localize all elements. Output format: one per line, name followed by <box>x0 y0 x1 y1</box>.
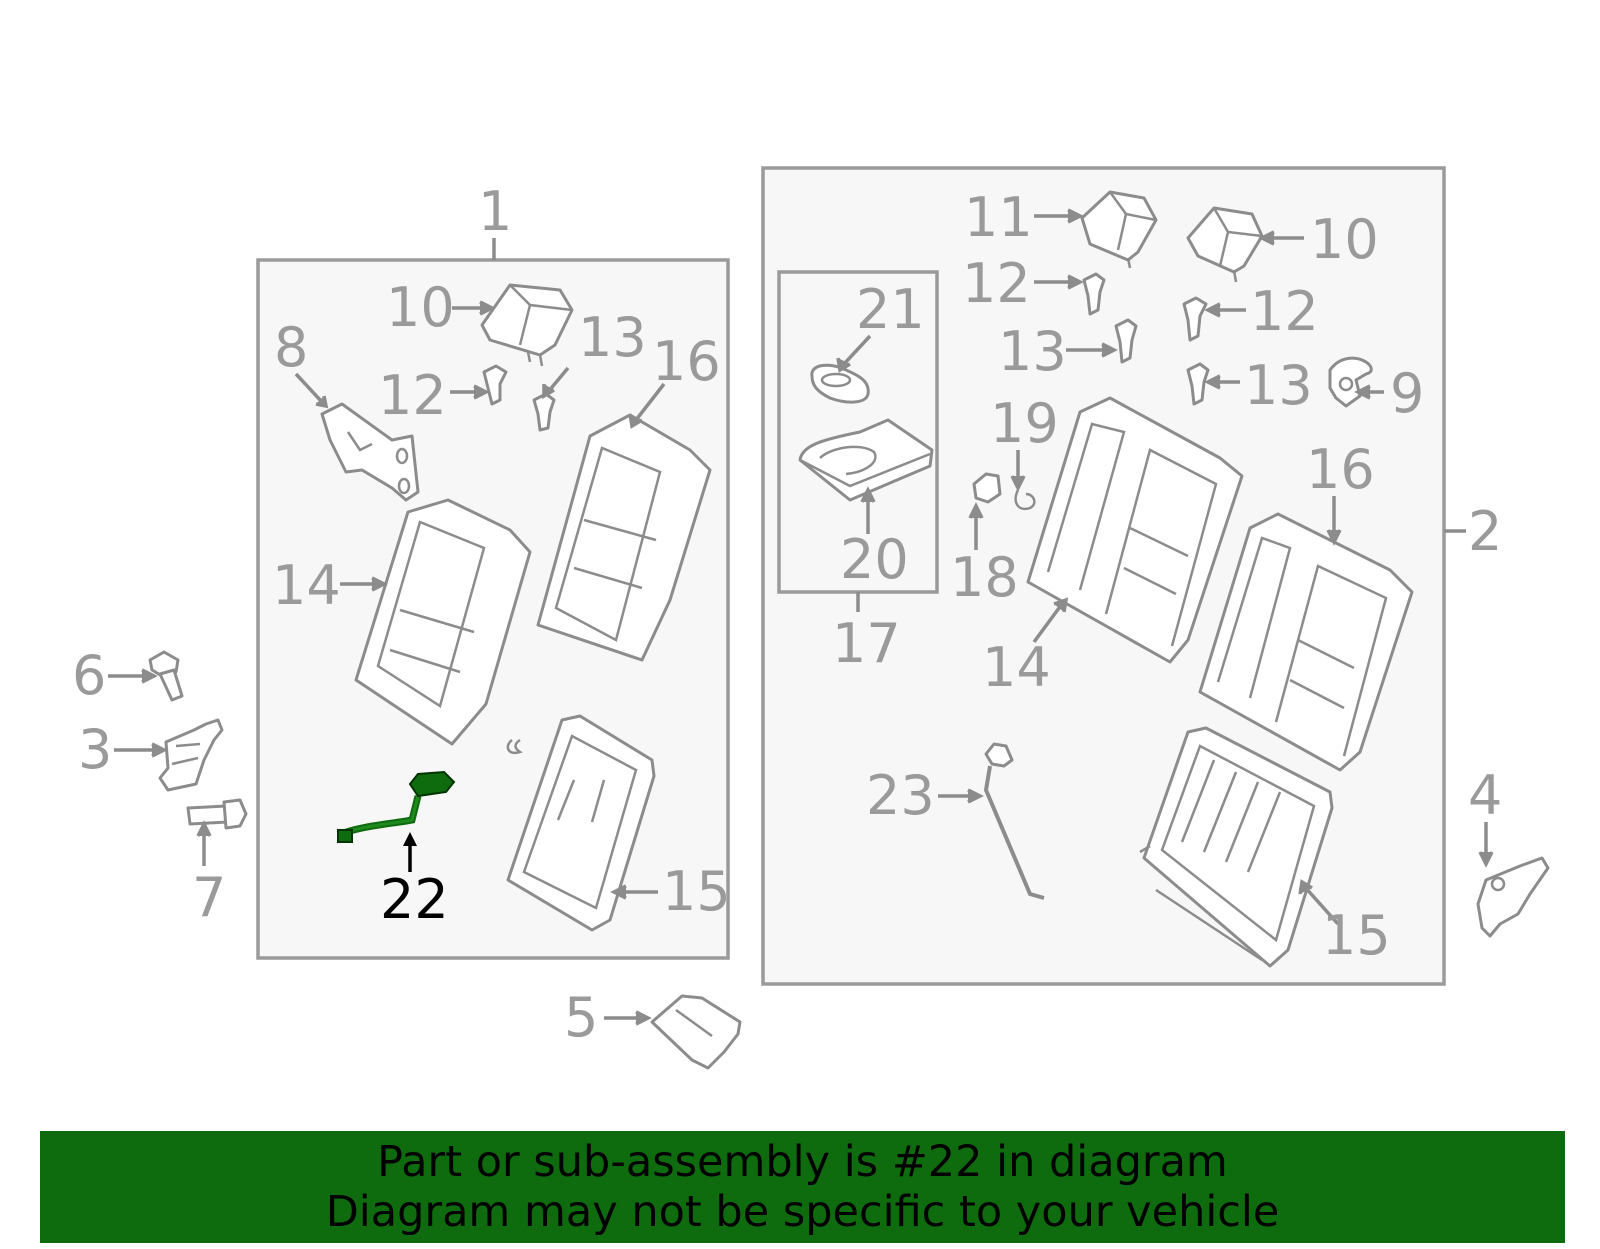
callout-5: 5 <box>564 986 598 1049</box>
callout-17: 17 <box>832 612 901 675</box>
seatback-cover-part-16-left <box>536 413 712 662</box>
callout-10-left: 10 <box>386 276 455 339</box>
notice-banner: Part or sub-assembly is #22 in diagram D… <box>40 1131 1565 1243</box>
headrest-guide-part-12-box2-left <box>1082 272 1106 316</box>
banner-line-part-number: Part or sub-assembly is #22 in diagram <box>377 1137 1228 1187</box>
nut-part-18 <box>972 472 1002 504</box>
callout-13-left: 13 <box>578 306 647 369</box>
callout-19: 19 <box>990 392 1059 455</box>
cup-holder-part-21 <box>810 363 870 404</box>
armrest-part-20 <box>798 418 934 502</box>
callout-13-box2-right: 13 <box>1244 354 1313 417</box>
headrest-guide-part-12-left <box>482 364 508 406</box>
callout-12-box2-right: 12 <box>1250 280 1319 343</box>
wire-part-23 <box>983 742 1045 900</box>
callout-1: 1 <box>478 180 512 243</box>
callout-16-right: 16 <box>1306 438 1375 501</box>
callout-15-right: 15 <box>1322 904 1391 967</box>
callout-16-left: 16 <box>652 330 721 393</box>
trim-part-5 <box>650 994 742 1070</box>
callout-15-left: 15 <box>662 860 731 923</box>
callout-13-box2-left: 13 <box>998 320 1067 383</box>
seatback-frame-part-15-right <box>1139 726 1334 968</box>
bolt-part-7 <box>186 798 248 830</box>
banner-line-disclaimer: Diagram may not be specific to your vehi… <box>325 1187 1280 1237</box>
bolt-part-6 <box>148 650 184 702</box>
headrest-part-10-left <box>480 283 574 367</box>
hinge-bracket-part-8 <box>320 402 420 502</box>
callout-18: 18 <box>950 546 1019 609</box>
callout-3: 3 <box>78 718 112 781</box>
headrest-guide-part-12-box2-right <box>1182 296 1208 342</box>
callout-4: 4 <box>1468 764 1502 827</box>
callout-labels: 1 2 3 4 5 6 7 8 9 10 10 11 12 12 12 13 1… <box>72 180 1502 1049</box>
callout-23: 23 <box>866 764 935 827</box>
seatback-part-14-left <box>354 498 532 746</box>
callout-14-right: 14 <box>982 636 1051 699</box>
seatback-part-14-right <box>1026 396 1244 664</box>
headrest-guide-part-13-box2-left <box>1114 318 1138 364</box>
callout-11: 11 <box>964 186 1033 249</box>
hook-part-19 <box>1014 489 1036 511</box>
headrest-part-10-right <box>1186 206 1264 283</box>
clip-small <box>506 738 523 755</box>
callout-21: 21 <box>856 278 925 341</box>
bracket-part-4 <box>1476 856 1550 938</box>
seatback-cover-part-16-right <box>1198 512 1414 772</box>
callout-12-box2-left: 12 <box>962 252 1031 315</box>
headrest-part-11 <box>1080 190 1158 269</box>
callout-2: 2 <box>1468 500 1502 563</box>
seatback-frame-part-15-left <box>506 714 656 932</box>
callout-12-left: 12 <box>378 364 447 427</box>
callout-10-right: 10 <box>1310 208 1379 271</box>
callout-9: 9 <box>1390 362 1424 425</box>
callout-8: 8 <box>274 316 308 379</box>
callout-6: 6 <box>72 644 106 707</box>
callout-22: 22 <box>380 868 449 931</box>
leader-arrows <box>108 208 1494 1026</box>
callout-14-left: 14 <box>272 554 341 617</box>
headrest-guide-part-13-box2-right <box>1186 362 1210 406</box>
wiring-harness-part-22 <box>336 770 456 843</box>
callout-20: 20 <box>840 528 909 591</box>
callout-7: 7 <box>192 866 226 929</box>
bracket-part-3 <box>158 718 224 792</box>
